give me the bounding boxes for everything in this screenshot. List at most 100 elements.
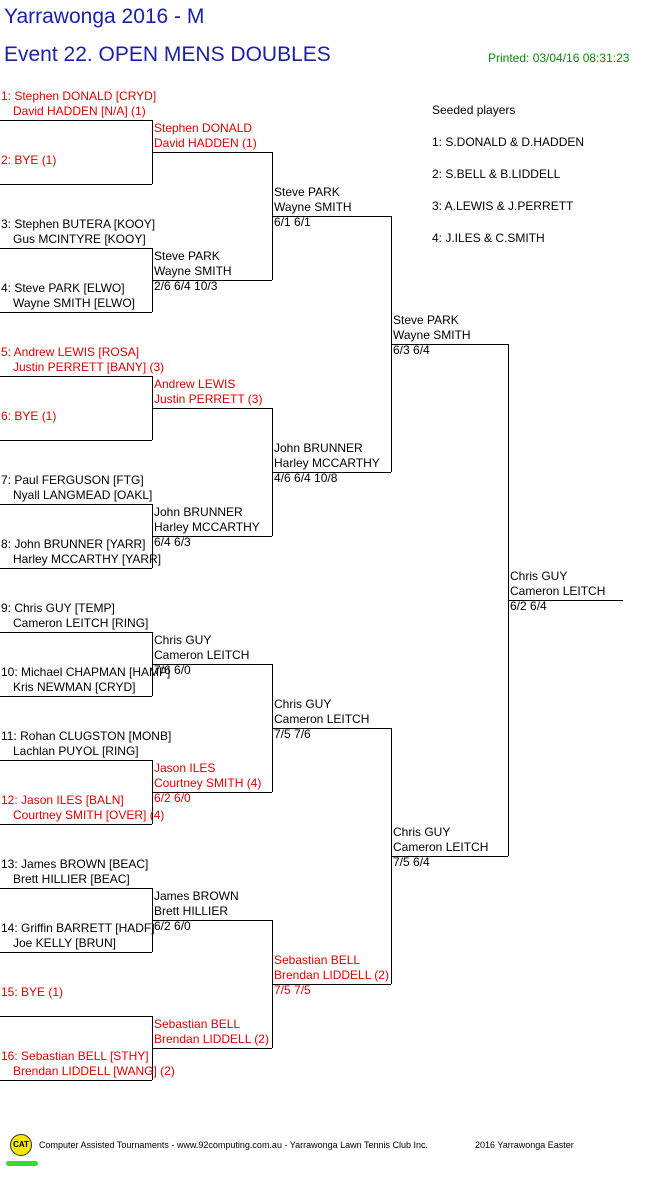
bracket-line <box>0 1080 152 1081</box>
winner-line2: Harley MCCARTHY <box>274 456 380 470</box>
bracket-line <box>152 664 272 665</box>
entry-line1: 6: BYE (1) <box>1 409 57 423</box>
entry-line1: 11: Rohan CLUGSTON [MONB] <box>1 729 172 743</box>
entry-line2: Cameron LEITCH [RING] <box>13 616 149 630</box>
entry-line1: 3: Stephen BUTERA [KOOY] <box>1 217 156 231</box>
bracket-line <box>0 312 152 313</box>
bracket-line <box>152 920 272 921</box>
entry-line2: David HADDEN [N/A] (1) <box>13 104 146 118</box>
entry-line2: Brett HILLIER [BEAC] <box>13 872 130 886</box>
entry-line1: 9: Chris GUY [TEMP] <box>1 601 115 615</box>
match-score: 6/2 6/0 <box>154 791 191 805</box>
match-score: 6/3 6/4 <box>393 343 430 357</box>
logo-underline <box>6 1161 38 1166</box>
entry-line2: Harley MCCARTHY [YARR] <box>13 552 162 566</box>
winner-line2: Cameron LEITCH <box>393 840 489 854</box>
bracket-line <box>0 824 152 825</box>
winner-line2: Brett HILLIER <box>154 904 229 918</box>
entry-line2: Lachlan PUYOL [RING] <box>13 744 139 758</box>
bracket-line <box>152 792 272 793</box>
entry-line2: Brendan LIDDELL [WANG] (2) <box>13 1064 175 1078</box>
winner-line1: Chris GUY <box>274 697 332 711</box>
winner-line2: Wayne SMITH <box>393 328 471 342</box>
winner-line1: Chris GUY <box>154 633 212 647</box>
bracket-line <box>152 280 272 281</box>
bracket-line <box>152 536 272 537</box>
seeded-item: 3: A.LEWIS & J.PERRETT <box>432 199 574 213</box>
match-score: 6/2 6/0 <box>154 919 191 933</box>
winner-line1: Chris GUY <box>510 569 568 583</box>
winner-line2: Harley MCCARTHY <box>154 520 260 534</box>
printed-timestamp: Printed: 03/04/16 08:31:23 <box>488 51 630 65</box>
entry-line1: 1: Stephen DONALD [CRYD] <box>1 89 157 103</box>
bracket-line <box>0 120 152 121</box>
bracket-line <box>391 344 508 345</box>
bracket-line <box>508 600 623 601</box>
winner-line1: Steve PARK <box>393 313 459 327</box>
winner-line1: Chris GUY <box>393 825 451 839</box>
bracket-line <box>0 248 152 249</box>
entry-line2: Nyall LANGMEAD [OAKL] <box>13 488 153 502</box>
winner-line1: Jason ILES <box>154 761 216 775</box>
winner-line2: Cameron LEITCH <box>510 584 606 598</box>
winner-line2: Cameron LEITCH <box>274 712 370 726</box>
bracket-line <box>0 1016 152 1017</box>
bracket-line <box>272 984 391 985</box>
match-score: 6/1 6/1 <box>274 215 311 229</box>
match-score: 2/6 6/4 10/3 <box>154 279 218 293</box>
bracket-line <box>152 1048 272 1049</box>
entry-line1: 16: Sebastian BELL [STHY] <box>1 1049 149 1063</box>
entry-line2: Courtney SMITH [OVER] (4) <box>13 808 165 822</box>
winner-line2: Justin PERRETT (3) <box>154 392 263 406</box>
entry-line1: 13: James BROWN [BEAC] <box>1 857 149 871</box>
bracket-line <box>152 152 272 153</box>
cat-logo: CAT <box>10 1134 32 1156</box>
entry-line1: 15: BYE (1) <box>1 985 64 999</box>
winner-line1: Sebastian BELL <box>274 953 361 967</box>
bracket-line <box>0 440 152 441</box>
winner-line1: Steve PARK <box>154 249 220 263</box>
entry-line2: Wayne SMITH [ELWO] <box>13 296 136 310</box>
winner-line2: Courtney SMITH (4) <box>154 776 262 790</box>
entry-line1: 10: Michael CHAPMAN [HAMP] <box>1 665 171 679</box>
winner-line1: Andrew LEWIS <box>154 377 236 391</box>
seeded-item: 1: S.DONALD & D.HADDEN <box>432 135 585 149</box>
match-score: 7/5 7/5 <box>274 983 311 997</box>
entry-line1: 4: Steve PARK [ELWO] <box>1 281 125 295</box>
entry-line2: Gus MCINTYRE [KOOY] <box>13 232 146 246</box>
match-score: 6/4 6/3 <box>154 535 191 549</box>
bracket-line <box>0 952 152 953</box>
bracket-line <box>0 568 152 569</box>
entry-line2: Justin PERRETT [BANY] (3) <box>13 360 165 374</box>
winner-line1: James BROWN <box>154 889 239 903</box>
entry-line1: 2: BYE (1) <box>1 153 57 167</box>
bracket-line <box>391 856 508 857</box>
footer-credit: Computer Assisted Tournaments - www.92co… <box>39 1140 429 1150</box>
entry-line1: 7: Paul FERGUSON [FTG] <box>1 473 144 487</box>
bracket-line <box>0 184 152 185</box>
winner-line1: Sebastian BELL <box>154 1017 241 1031</box>
match-score: 4/6 6/4 10/8 <box>274 471 338 485</box>
winner-line2: David HADDEN (1) <box>154 136 257 150</box>
bracket-line <box>0 632 152 633</box>
bracket-line <box>0 696 152 697</box>
bracket-line <box>0 376 152 377</box>
bracket-line <box>152 408 272 409</box>
tournament-title: Yarrawonga 2016 - M <box>4 5 205 28</box>
match-score: 7/6 6/0 <box>154 663 191 677</box>
match-score: 7/5 6/4 <box>393 855 430 869</box>
seeded-players-title: Seeded players <box>432 103 516 117</box>
entry-line1: 12: Jason ILES [BALN] <box>1 793 124 807</box>
match-score: 7/5 7/6 <box>274 727 311 741</box>
bracket-line <box>0 888 152 889</box>
bracket-line <box>272 728 391 729</box>
match-score: 6/2 6/4 <box>510 599 547 613</box>
entry-line2: Joe KELLY [BRUN] <box>13 936 116 950</box>
entry-line2: Kris NEWMAN [CRYD] <box>13 680 136 694</box>
event-title: Event 22. OPEN MENS DOUBLES <box>4 43 331 66</box>
bracket-line <box>0 760 152 761</box>
bracket-line <box>272 472 391 473</box>
seeded-item: 4: J.ILES & C.SMITH <box>432 231 545 245</box>
winner-line1: Steve PARK <box>274 185 340 199</box>
bracket-line <box>272 216 391 217</box>
